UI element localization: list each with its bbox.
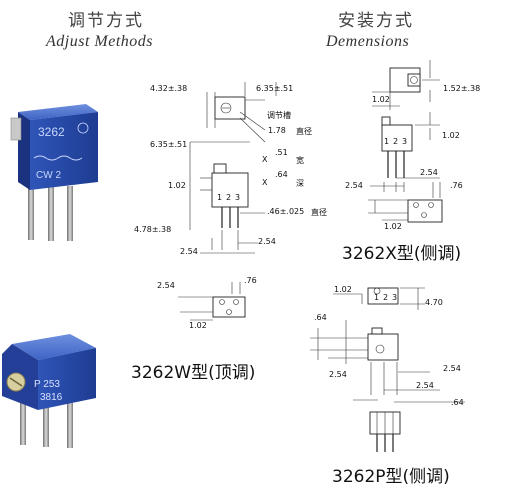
x-dim-7: 1.02 [384,222,402,231]
photo-top-potentiometer: 3262 CW 2 [10,104,98,241]
p-pin-3: 3 [392,293,398,302]
p-dim-2: 4.70 [425,298,443,307]
w-dim-3: 1.78 [268,126,286,135]
model-3262x-label: 3262X型(侧调) [342,244,462,264]
x-dim-4: 2.54 [420,168,438,177]
w-pin-3: 3 [235,193,241,202]
w-x1-zh: 宽 [296,156,304,165]
w-dim-2: 6.35±.51 [256,84,294,93]
w-dim-4: 6.35±.51 [150,140,188,149]
w-x2-val: .64 [275,170,288,179]
adjust-methods-en-heading: Adjust Methods [46,33,153,50]
p-pin-1: 1 [374,293,380,302]
dimensions-zh-heading: 安装方式 [338,11,414,31]
w-pin-2: 2 [226,193,232,202]
p-dim-3: .64 [314,313,327,322]
w-dim-6: .46±.025 [267,207,305,216]
x-dim-3: 1.02 [442,131,460,140]
photo-top-text-1: 3262 [38,125,65,139]
photo-bottom-text-2: 3816 [40,392,63,403]
p-pin-2: 2 [383,293,389,302]
x-dim-6: .76 [450,181,463,190]
p-dim-6: 2.54 [416,381,434,390]
x-dim-2: 1.52±.38 [443,84,481,93]
p-dim-7: .64 [451,398,464,407]
w-dim-7: 4.78±.38 [134,225,172,234]
p-dim-4: 2.54 [443,364,461,373]
w-bottom-dim-3: 1.02 [189,321,207,330]
w-dim-1: 4.32±.38 [150,84,188,93]
adjust-methods-zh-heading: 调节方式 [68,11,144,31]
x-pin-3: 3 [402,137,408,146]
p-dim-1: 1.02 [334,285,352,294]
p-dim-5: 2.54 [329,370,347,379]
w-x2: X [262,178,268,187]
w-x1-val: .51 [275,148,288,157]
w-pin-1: 1 [217,193,223,202]
w-slot-label: 调节槽 [267,111,291,120]
dimensions-en-heading: Demensions [326,33,410,50]
w-bottom-dim-2: .76 [244,276,257,285]
w-dim-5: 1.02 [168,181,186,190]
w-dim-3-unit: 直径 [296,127,312,136]
w-x1: X [262,155,268,164]
x-dim-1: 1.02 [372,95,390,104]
x-pin-1: 1 [384,137,390,146]
w-dim-8: 2.54 [258,237,276,246]
photo-bottom-potentiometer: P 253 3816 [2,334,96,448]
photo-bottom-text-1: P 253 [34,379,60,390]
model-3262p-label: 3262P型(侧调) [332,467,450,487]
w-x2-zh: 深 [296,179,304,188]
x-dim-5: 2.54 [345,181,363,190]
w-dim-9: 2.54 [180,247,198,256]
photo-top-text-2: CW 2 [36,170,61,181]
model-3262w-label: 3262W型(顶调) [131,363,256,383]
w-dim-6-unit: 直径 [311,208,327,217]
w-bottom-dim-1: 2.54 [157,281,175,290]
x-pin-2: 2 [393,137,399,146]
